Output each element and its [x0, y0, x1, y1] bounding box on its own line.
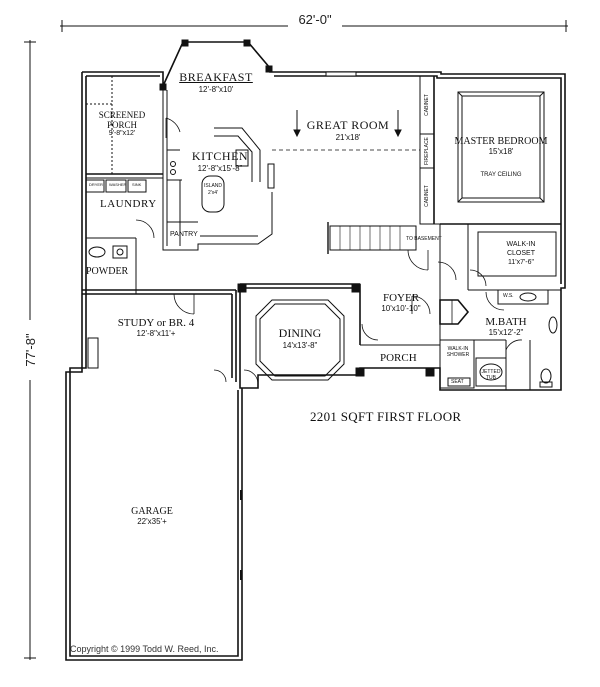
foyer-size: 10'x10'-10"	[381, 304, 421, 313]
garage-name: GARAGE	[131, 506, 173, 517]
laundry-walls	[85, 177, 163, 294]
great-room-label: GREAT ROOM 21'x18'	[300, 118, 396, 142]
island-name: ISLAND	[203, 183, 223, 189]
to-basement-label: TO BASEMENT	[406, 236, 442, 242]
floor-area-label: 2201 SQFT FIRST FLOOR	[310, 409, 462, 424]
exterior-walls	[65, 41, 566, 661]
ws-label: W.S.	[503, 293, 514, 299]
master-bedroom-note: TRAY CEILING	[480, 172, 522, 178]
dining-label: DINING 14'x13'-8"	[268, 326, 332, 350]
mbath-name: M.BATH	[485, 316, 527, 328]
study-size: 12'-8"x11'+	[136, 329, 176, 338]
garage-size: 22'x35'+	[137, 517, 167, 526]
washer-label: WASHER	[109, 182, 127, 187]
dryer-label: DRYER	[89, 182, 103, 187]
jetted-tub-label: JETTED TUB	[481, 369, 501, 381]
fireplace-label: FIREPLACE	[424, 137, 430, 165]
island-size: 2'x4'	[208, 190, 218, 196]
study-name: STUDY or BR. 4	[117, 317, 195, 329]
width-dimension: 62'-0"	[298, 12, 332, 27]
porch-label: PORCH	[380, 352, 417, 364]
garage-label: GARAGE 22'x35'+	[116, 506, 188, 526]
screened-porch-walls	[86, 76, 181, 175]
master-bath-walls	[439, 289, 561, 390]
kitchen-label: KITCHEN 12'-8"x15'-8"	[180, 149, 260, 173]
kitchen-name: KITCHEN	[191, 149, 249, 163]
breakfast-kitchen-walls	[159, 39, 275, 251]
foyer-name: FOYER	[382, 292, 420, 304]
screened-porch-size: 9'-8"x12'	[108, 130, 136, 137]
dining-size: 14'x13'-8"	[282, 341, 318, 350]
breakfast-name: BREAKFAST	[179, 70, 253, 84]
closet-name: WALK-IN CLOSET	[506, 241, 536, 257]
closet-walls	[467, 224, 557, 290]
closet-size: 11'x7'-6"	[507, 259, 535, 266]
copyright-text: Copyright © 1999 Todd W. Reed, Inc.	[70, 644, 219, 654]
dining-name: DINING	[278, 326, 322, 340]
study-walls	[87, 293, 227, 383]
cabinet-label-top: CABINET	[424, 94, 430, 116]
foyer-label: FOYER 10'x10'-10"	[370, 292, 432, 313]
breakfast-size: 12'-8"x10'	[198, 85, 234, 94]
cabinet-label-bottom: CABINET	[424, 185, 430, 207]
sink-label: SINK	[132, 182, 142, 187]
great-room-size: 21'x18'	[335, 133, 361, 142]
powder-walls	[88, 245, 128, 259]
breakfast-label: BREAKFAST 12'-8"x10'	[170, 70, 262, 94]
study-label: STUDY or BR. 4 12'-8"x11'+	[104, 317, 208, 338]
walk-in-shower-label: WALK-IN SHOWER	[446, 346, 470, 358]
seat-label: SEAT	[451, 379, 464, 385]
walk-in-closet-label: WALK-IN CLOSET 11'x7'-6"	[494, 240, 548, 267]
master-bedroom-name: MASTER BEDROOM	[454, 136, 548, 147]
screened-porch-name: SCREENED PORCH	[98, 110, 146, 130]
laundry-label: LAUNDRY	[100, 198, 157, 210]
great-room-name: GREAT ROOM	[306, 118, 390, 132]
dining-walls	[243, 299, 345, 385]
mbath-size: 15'x12'-2"	[488, 328, 524, 337]
master-bedroom-size: 15'x18'	[488, 147, 514, 156]
great-room-walls	[272, 71, 457, 284]
master-bedroom-walls	[440, 91, 561, 225]
master-bedroom-label: MASTER BEDROOM 15'x18' TRAY CEILING	[450, 136, 552, 178]
kitchen-size: 12'-8"x15'-8"	[197, 164, 243, 173]
height-dimension: 77'-8"	[23, 333, 38, 367]
mbath-label: M.BATH 15'x12'-2"	[476, 316, 536, 337]
screened-porch-label: SCREENED PORCH 9'-8"x12'	[84, 110, 160, 137]
powder-label: POWDER	[86, 266, 129, 277]
island-label: ISLAND 2'x4'	[201, 183, 225, 197]
porch-walls	[237, 283, 435, 377]
pantry-label: PANTRY	[170, 231, 198, 238]
